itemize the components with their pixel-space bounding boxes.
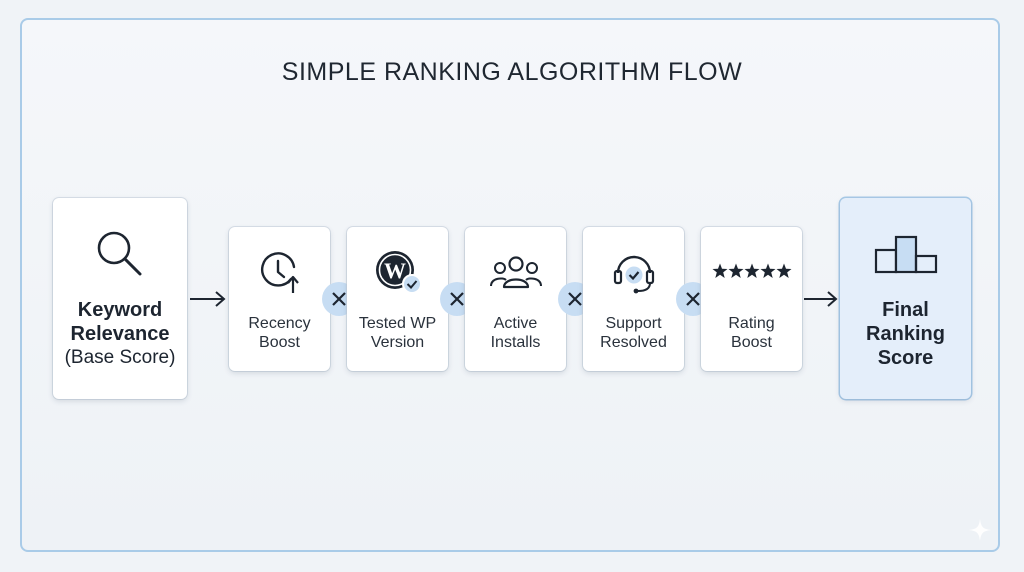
tested-wp-version-card: W Tested WP Version: [347, 227, 448, 371]
five-stars-icon: [701, 263, 802, 279]
factor-label-line2: Installs: [490, 334, 541, 351]
headset-check-icon: [583, 249, 684, 297]
base-score-label: (Base Score): [64, 347, 176, 368]
final-label-line1: Final: [882, 299, 929, 321]
wordpress-check-icon: W: [347, 249, 448, 295]
factor-label-line2: Boost: [731, 334, 772, 351]
clock-up-icon: [229, 249, 330, 295]
final-label-line2: Ranking: [866, 323, 945, 345]
factor-label-line1: Support: [605, 315, 662, 332]
factor-label-line2: Boost: [259, 334, 300, 351]
factor-label-line1: Rating: [728, 315, 775, 332]
users-icon: [465, 253, 566, 293]
diagram-title: SIMPLE RANKING ALGORITHM FLOW: [281, 58, 743, 86]
factor-label-line2: Version: [370, 334, 425, 351]
rating-boost-card: Rating Boost: [701, 227, 802, 371]
magnifier-icon: [53, 228, 187, 280]
relevance-label: Relevance: [70, 323, 170, 345]
keyword-relevance-card: Keyword Relevance (Base Score): [53, 198, 187, 399]
factor-label-line1: Tested WP: [358, 315, 437, 332]
factor-label-line2: Resolved: [600, 334, 667, 351]
support-resolved-card: Support Resolved: [583, 227, 684, 371]
podium-icon: [840, 234, 971, 274]
keyword-label: Keyword: [77, 299, 163, 321]
svg-text:W: W: [384, 258, 406, 283]
factor-label-line1: Active: [493, 315, 538, 332]
multiply-icon: [686, 292, 700, 306]
arrow-right-icon: [190, 291, 226, 307]
multiply-icon: [568, 292, 582, 306]
recency-boost-card: Recency Boost: [229, 227, 330, 371]
active-installs-card: Active Installs: [465, 227, 566, 371]
arrow-right-icon: [804, 291, 838, 307]
multiply-icon: [332, 292, 346, 306]
multiply-icon: [450, 292, 464, 306]
final-label-line3: Score: [877, 347, 934, 369]
sparkle-icon: [969, 519, 991, 541]
factor-label-line1: Recency: [248, 315, 311, 332]
final-ranking-score-card: Final Ranking Score: [840, 198, 971, 399]
